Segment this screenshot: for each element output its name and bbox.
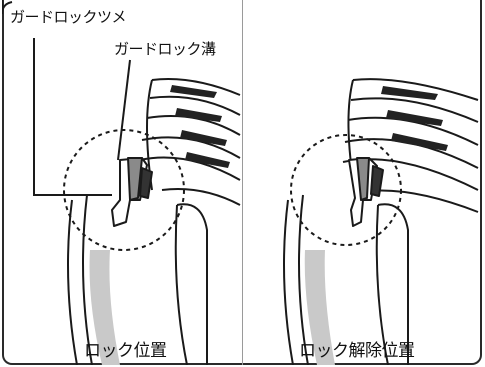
fan-body-shade [89,250,120,365]
panel-divider [242,0,243,365]
lock-illustration [2,0,241,365]
unlock-illustration [283,78,479,365]
highlight-circle [290,134,402,246]
caption-lock-position: ロック位置 [84,341,167,361]
guard-lock-claw [348,157,384,227]
fan-body-shade [304,250,335,365]
leader-line-groove [117,59,131,161]
guard-lock-claw [111,157,153,227]
leader-line-claw [33,38,112,196]
panel-hook [2,0,13,15]
fan-body [283,194,409,365]
caption-unlock-position: ロック解除位置 [299,341,415,361]
highlight-circle [63,129,185,251]
fan-body [67,194,208,365]
label-guard-lock-claw: ガードロックツメ [10,8,127,26]
guard-dark-bands [170,85,230,168]
panel-lock-position: ガードロックツメ ガードロック溝 ロック位置 [2,0,242,365]
label-guard-lock-groove: ガードロック溝 [114,40,216,58]
guard-dark-bands [381,86,448,151]
panel-unlock-position: ロック解除位置 [243,0,483,365]
